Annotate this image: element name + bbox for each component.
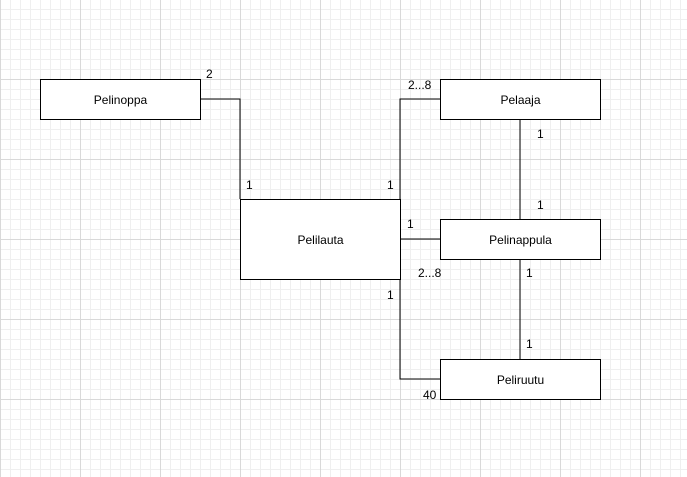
multiplicity-pelinappula-pelaaja: 1	[537, 198, 544, 212]
entity-peliruutu-label: Peliruutu	[496, 372, 545, 387]
entity-pelilauta[interactable]: Pelilauta	[240, 199, 401, 280]
multiplicity-pelinoppa: 2	[206, 67, 213, 81]
multiplicity-pelilauta-noppa: 1	[246, 178, 253, 192]
multiplicity-pelilauta-nappula: 1	[407, 217, 414, 231]
multiplicity-pelinappula-lauta: 2...8	[418, 266, 442, 280]
multiplicity-pelilauta-ruutu: 1	[387, 288, 394, 302]
entity-pelilauta-label: Pelilauta	[297, 232, 344, 247]
multiplicity-pelaaja: 2...8	[408, 78, 432, 92]
multiplicity-pelaaja-nappula: 1	[537, 127, 544, 141]
entity-pelinappula[interactable]: Pelinappula	[440, 219, 601, 260]
multiplicity-peliruutu: 40	[423, 388, 437, 402]
multiplicity-pelinappula-ruutu: 1	[526, 266, 533, 280]
entity-pelinoppa-label: Pelinoppa	[93, 92, 148, 107]
entity-pelinoppa[interactable]: Pelinoppa	[40, 79, 201, 120]
multiplicity-peliruutu-nappula: 1	[526, 337, 533, 351]
multiplicity-pelilauta-pelaaja: 1	[387, 178, 394, 192]
link-pelinoppa-pelilauta	[200, 98, 241, 199]
entity-peliruutu[interactable]: Peliruutu	[440, 359, 601, 400]
entity-pelaaja[interactable]: Pelaaja	[440, 79, 601, 120]
link-pelilauta-pelaaja	[399, 98, 440, 199]
link-pelilauta-peliruutu	[399, 279, 440, 380]
entity-pelinappula-label: Pelinappula	[489, 232, 552, 247]
entity-pelaaja-label: Pelaaja	[500, 92, 541, 107]
